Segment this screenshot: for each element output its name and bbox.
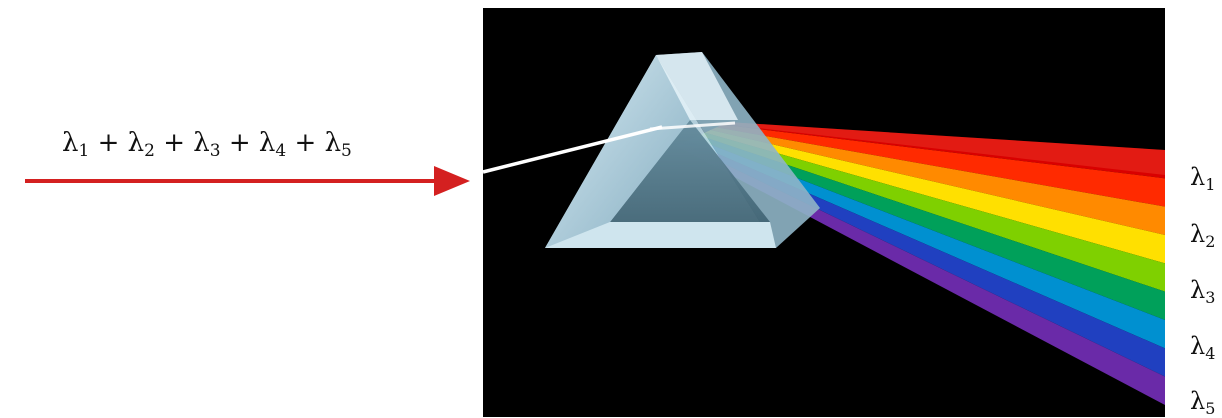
input-wavelength-equation: λ1 + λ2 + λ3 + λ4 + λ5 — [62, 128, 352, 158]
plus-sign: + — [229, 128, 251, 158]
input-term-5: λ5 — [325, 128, 352, 158]
plus-sign: + — [163, 128, 185, 158]
plus-sign: + — [295, 128, 317, 158]
plus-sign: + — [98, 128, 120, 158]
output-label-2: λ2 — [1190, 220, 1215, 248]
input-term-2: λ2 — [128, 128, 155, 158]
input-term-4: λ4 — [259, 128, 286, 158]
input-arrow — [25, 166, 470, 196]
output-label-4: λ4 — [1190, 332, 1215, 360]
input-term-1: λ1 — [62, 128, 89, 158]
output-label-5: λ5 — [1190, 387, 1215, 415]
output-label-3: λ3 — [1190, 276, 1215, 304]
input-term-3: λ3 — [193, 128, 220, 158]
output-label-1: λ1 — [1190, 163, 1215, 191]
